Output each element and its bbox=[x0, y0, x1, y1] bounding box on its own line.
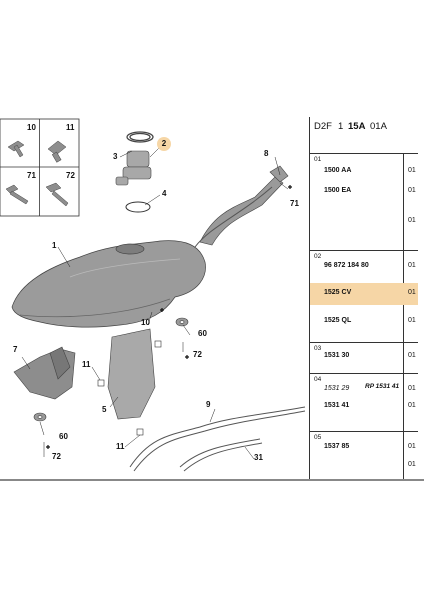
part-row[interactable]: 1500 EA 01 bbox=[310, 181, 418, 203]
group-number: 02 bbox=[314, 253, 322, 260]
bolt-icon-72 bbox=[45, 182, 69, 207]
part-qty: 01 bbox=[408, 352, 416, 359]
callout-72-lower: 72 bbox=[52, 452, 61, 461]
part-ref: 1500 AA bbox=[324, 167, 352, 174]
callout-31: 31 bbox=[254, 453, 263, 462]
parts-list-panel: D2F 1 15A 01A 01 1500 AA 01 1500 EA 01 0… bbox=[309, 117, 418, 481]
grommet-60-lower bbox=[33, 412, 47, 422]
leader-lines bbox=[21, 146, 289, 460]
part-row[interactable]: 1531 41 01 bbox=[310, 396, 418, 418]
part-ref: 1525 CV bbox=[324, 289, 352, 296]
vent-line bbox=[194, 186, 273, 248]
bolt-icon-71 bbox=[5, 184, 29, 205]
part-row[interactable]: 01 bbox=[310, 455, 418, 477]
code-b: 1 bbox=[338, 121, 344, 132]
part-ref: 1537 85 bbox=[324, 443, 350, 450]
fuel-tank-1 bbox=[11, 240, 206, 328]
callout-11: 11 bbox=[66, 123, 75, 132]
filler-pipe bbox=[199, 165, 289, 246]
fastener-markers bbox=[97, 340, 162, 436]
part-qty: 01 bbox=[408, 385, 416, 392]
fuel-pump-2 bbox=[115, 150, 152, 186]
group-number: 05 bbox=[314, 434, 322, 441]
bottom-rule bbox=[0, 479, 424, 481]
fuel-lines-9-31 bbox=[129, 406, 306, 472]
callout-10-tank: 10 bbox=[141, 318, 150, 327]
callout-1: 1 bbox=[52, 241, 57, 250]
group-number: 01 bbox=[314, 156, 322, 163]
callout-8: 8 bbox=[264, 149, 269, 158]
group-03: 03 1531 30 01 bbox=[310, 342, 418, 374]
part-qty: 01 bbox=[408, 289, 416, 296]
pump-ring-3 bbox=[126, 131, 154, 143]
part-qty: 01 bbox=[408, 262, 416, 269]
part-row[interactable]: 96 872 184 80 01 bbox=[310, 256, 418, 278]
callout-60-upper: 60 bbox=[198, 329, 207, 338]
part-qty: 01 bbox=[408, 402, 416, 409]
group-number: 03 bbox=[314, 345, 322, 352]
qty-divider bbox=[403, 342, 404, 373]
qty-divider bbox=[403, 431, 404, 481]
part-row[interactable]: 01 bbox=[310, 211, 418, 233]
part-row[interactable]: 1525 QL 01 bbox=[310, 311, 418, 333]
callout-4: 4 bbox=[162, 189, 167, 198]
heat-shield-5 bbox=[107, 328, 156, 420]
part-ref: 1531 30 bbox=[324, 352, 350, 359]
code-d: 01A bbox=[370, 121, 387, 132]
code-a: D2F bbox=[314, 121, 332, 132]
callout-71-right: 71 bbox=[290, 199, 299, 208]
callout-11-lower: 11 bbox=[116, 442, 125, 451]
part-ref: 1500 EA bbox=[324, 187, 352, 194]
part-ref: 1531 29 bbox=[324, 385, 350, 392]
callout-11-middle: 11 bbox=[82, 360, 91, 369]
callout-60-lower: 60 bbox=[59, 432, 68, 441]
part-ref: 96 872 184 80 bbox=[324, 262, 369, 269]
bolt-icon-10 bbox=[7, 140, 25, 158]
callout-5: 5 bbox=[102, 405, 107, 414]
callout-71: 71 bbox=[27, 171, 36, 180]
qty-divider bbox=[403, 373, 404, 431]
part-row[interactable]: 1531 30 01 bbox=[310, 346, 418, 368]
part-row-selected[interactable]: 1525 CV 01 bbox=[310, 283, 418, 305]
replacement-note: RP 1531 41 bbox=[365, 383, 400, 390]
catalog-code-header: D2F 1 15A 01A bbox=[310, 117, 418, 154]
callout-3: 3 bbox=[113, 152, 118, 161]
qty-divider bbox=[403, 153, 404, 250]
part-qty: 01 bbox=[408, 187, 416, 194]
callout-72: 72 bbox=[66, 171, 75, 180]
group-01: 01 1500 AA 01 1500 EA 01 01 bbox=[310, 153, 418, 251]
part-qty: 01 bbox=[408, 217, 416, 224]
group-05: 05 1537 85 01 01 bbox=[310, 431, 418, 481]
part-ref: 1525 QL bbox=[324, 317, 352, 324]
callout-10: 10 bbox=[27, 123, 36, 132]
part-row[interactable]: 1531 29 RP 1531 41 01 bbox=[310, 379, 418, 401]
part-row[interactable]: 1537 85 01 bbox=[310, 437, 418, 459]
group-02: 02 96 872 184 80 01 1525 CV 01 1525 QL 0… bbox=[310, 250, 418, 343]
part-ref: 1531 41 bbox=[324, 402, 350, 409]
callout-9: 9 bbox=[206, 400, 211, 409]
part-qty: 01 bbox=[408, 317, 416, 324]
code-c: 15A bbox=[348, 121, 366, 132]
cross-markers bbox=[46, 185, 292, 449]
bolt-icon-11 bbox=[47, 140, 67, 163]
grommet-60-upper bbox=[175, 317, 189, 327]
callout-72-upper: 72 bbox=[193, 350, 202, 359]
bracket-7 bbox=[13, 346, 76, 400]
part-row[interactable]: 1500 AA 01 bbox=[310, 161, 418, 183]
part-qty: 01 bbox=[408, 461, 416, 468]
fasteners-box bbox=[0, 118, 80, 217]
callout-2: 2 bbox=[157, 137, 171, 151]
diagram-drawing bbox=[0, 118, 306, 472]
part-qty: 01 bbox=[408, 443, 416, 450]
part-qty: 01 bbox=[408, 167, 416, 174]
seal-ring-4 bbox=[125, 201, 151, 213]
callout-7: 7 bbox=[13, 345, 18, 354]
group-number: 04 bbox=[314, 376, 322, 383]
group-04: 04 1531 29 RP 1531 41 01 1531 41 01 bbox=[310, 373, 418, 432]
exploded-diagram: 10 11 71 72 3 2 4 8 71 1 10 60 72 7 11 5… bbox=[0, 117, 424, 481]
